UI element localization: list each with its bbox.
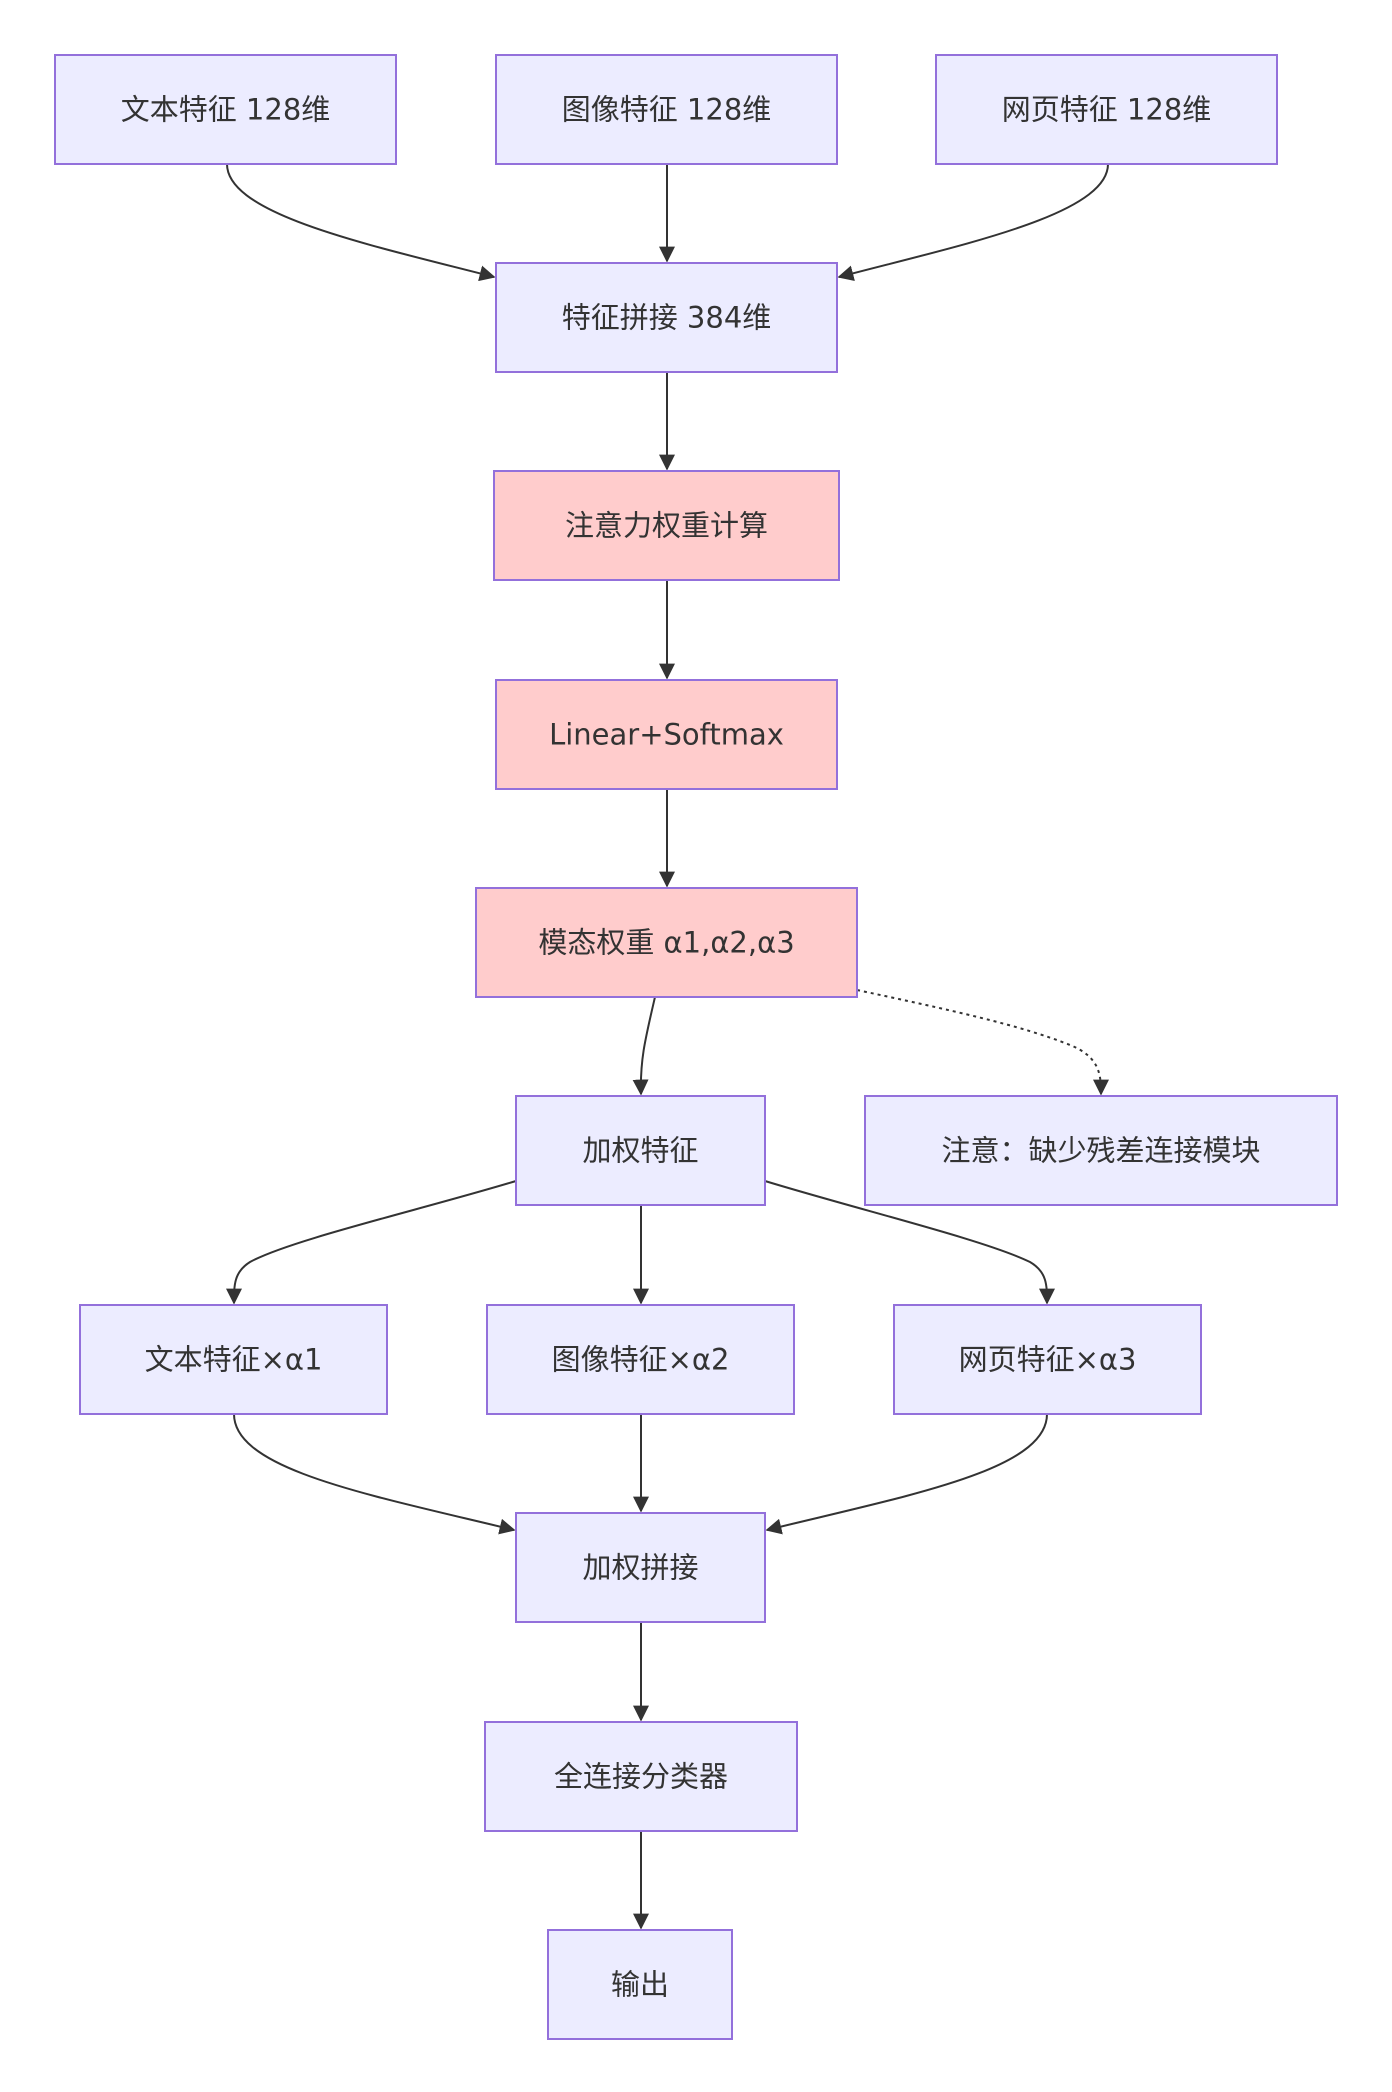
node-box (54, 54, 397, 165)
node-label: 特征拼接 384维 (562, 301, 772, 335)
node-label: 网页特征 128维 (1002, 93, 1212, 127)
node-label: 加权拼接 (582, 1551, 698, 1585)
node-linear-softmax: Linear+Softmax (495, 679, 838, 790)
node-fc: 全连接分类器 (484, 1721, 798, 1832)
node-label: 加权特征 (582, 1134, 698, 1168)
node-label: 网页特征×α3 (959, 1343, 1137, 1377)
node-concat: 特征拼接 384维 (495, 262, 838, 373)
node-box (475, 887, 858, 998)
node-box (79, 1304, 388, 1415)
node-web-feat: 网页特征 128维 (935, 54, 1278, 165)
node-img-w: 图像特征×α2 (486, 1304, 795, 1415)
node-box (495, 54, 838, 165)
node-box (515, 1512, 766, 1623)
edge-modal_weights-to-weighted_feat (632, 996, 656, 1096)
edge-weighted_feat-to-text_w (226, 1180, 517, 1305)
node-box (547, 1929, 733, 2040)
edges-layer (226, 163, 1109, 1930)
node-note: 注意：缺少残差连接模块 (864, 1095, 1338, 1206)
node-img-feat: 图像特征 128维 (495, 54, 838, 165)
node-box (486, 1304, 795, 1415)
edge-web_w-to-weighted_concat (765, 1413, 1048, 1535)
node-modal-weights: 模态权重 α1,α2,α3 (475, 887, 858, 998)
node-weighted-feat: 加权特征 (515, 1095, 766, 1206)
node-box (493, 470, 840, 581)
node-label: 全连接分类器 (554, 1760, 728, 1794)
node-box (495, 262, 838, 373)
node-label: 输出 (611, 1968, 669, 2002)
edge-modal_weights-to-note (856, 989, 1109, 1096)
node-label: Linear+Softmax (549, 718, 784, 752)
edge-text_w-to-weighted_concat (233, 1413, 516, 1535)
node-label: 注意：缺少残差连接模块 (941, 1134, 1260, 1168)
node-output: 输出 (547, 1929, 733, 2040)
node-box (515, 1095, 766, 1206)
node-label: 文本特征 128维 (121, 93, 331, 127)
node-box (935, 54, 1278, 165)
edge-weighted_feat-to-web_w (764, 1180, 1055, 1305)
node-text-feat: 文本特征 128维 (54, 54, 397, 165)
edge-web_feat-to-concat (837, 163, 1109, 282)
node-web-w: 网页特征×α3 (893, 1304, 1202, 1415)
node-label: 图像特征 128维 (562, 93, 772, 127)
node-box (864, 1095, 1338, 1206)
node-box (893, 1304, 1202, 1415)
node-label: 模态权重 α1,α2,α3 (538, 926, 794, 960)
node-label: 图像特征×α2 (552, 1343, 730, 1377)
node-attn-calc: 注意力权重计算 (493, 470, 840, 581)
node-text-w: 文本特征×α1 (79, 1304, 388, 1415)
edge-text_feat-to-concat (226, 163, 496, 282)
node-box (484, 1721, 798, 1832)
node-label: 文本特征×α1 (145, 1343, 323, 1377)
node-weighted-concat: 加权拼接 (515, 1512, 766, 1623)
node-label: 注意力权重计算 (565, 509, 768, 543)
node-box (495, 679, 838, 790)
